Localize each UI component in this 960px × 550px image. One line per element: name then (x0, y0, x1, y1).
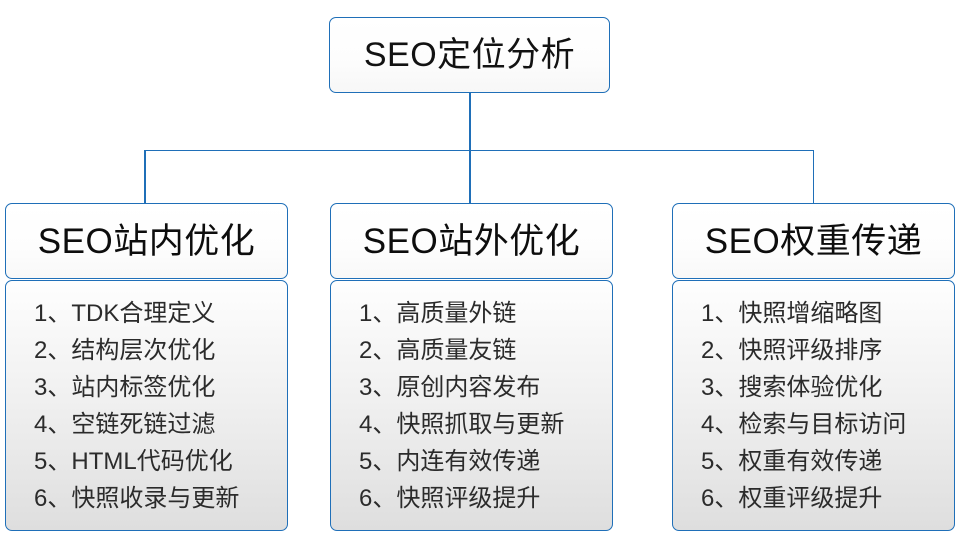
list-item-number: 1、 (359, 300, 397, 327)
list-item: 6、 权重评级提升 (701, 480, 906, 517)
list-item-text: 高质量外链 (396, 300, 517, 327)
list-item-number: 4、 (701, 411, 739, 438)
connector-root-vertical (469, 93, 471, 151)
list-item: 1、 快照增缩略图 (701, 295, 906, 332)
branch-header-1[interactable]: SEO站内优化 (5, 203, 288, 279)
root-node-seo-positioning-analysis[interactable]: SEO定位分析 (329, 17, 610, 93)
connector-drop-branch-3 (812, 149, 815, 204)
list-item-text: 快照增缩略图 (738, 300, 883, 327)
branch-list-1: 1、 TDK合理定义 2、 结构层次优化 3、 站内标签优化 4、 空链死链过滤… (6, 295, 239, 517)
list-item-number: 3、 (359, 374, 397, 401)
branch-body-2: 1、 高质量外链 2、 高质量友链 3、 原创内容发布 4、 快照抓取与更新 5… (330, 280, 613, 531)
list-item-number: 1、 (701, 300, 739, 327)
list-item-text: 空链死链过滤 (71, 411, 216, 438)
list-item-text: 搜索体验优化 (738, 374, 883, 401)
branch-header-2[interactable]: SEO站外优化 (330, 203, 613, 279)
list-item: 3、 原创内容发布 (359, 369, 564, 406)
list-item: 6、 快照收录与更新 (34, 480, 239, 517)
list-item-text: 检索与目标访问 (738, 411, 907, 438)
list-item: 4、 快照抓取与更新 (359, 406, 564, 443)
branch-column-1: SEO站内优化 1、 TDK合理定义 2、 结构层次优化 3、 站内标签优化 4… (5, 203, 288, 531)
list-item-text: 高质量友链 (396, 337, 517, 364)
list-item-number: 6、 (701, 485, 739, 512)
list-item-number: 4、 (34, 411, 72, 438)
list-item: 1、 TDK合理定义 (34, 295, 239, 332)
list-item-text: 结构层次优化 (71, 337, 216, 364)
branch-header-label-2: SEO站外优化 (362, 221, 581, 261)
list-item-number: 4、 (359, 411, 397, 438)
list-item-text: 站内标签优化 (71, 374, 216, 401)
branch-list-3: 1、 快照增缩略图 2、 快照评级排序 3、 搜索体验优化 4、 检索与目标访问… (673, 295, 906, 517)
list-item-text: 权重评级提升 (738, 485, 883, 512)
list-item-text: HTML代码优化 (71, 448, 233, 475)
list-item: 5、 权重有效传递 (701, 443, 906, 480)
list-item: 1、 高质量外链 (359, 295, 564, 332)
list-item: 2、 结构层次优化 (34, 332, 239, 369)
branch-body-3: 1、 快照增缩略图 2、 快照评级排序 3、 搜索体验优化 4、 检索与目标访问… (672, 280, 955, 531)
list-item: 4、 空链死链过滤 (34, 406, 239, 443)
connector-drop-branch-2 (469, 149, 471, 204)
list-item: 3、 站内标签优化 (34, 369, 239, 406)
list-item-number: 6、 (34, 485, 72, 512)
list-item-number: 6、 (359, 485, 397, 512)
list-item-number: 5、 (701, 448, 739, 475)
list-item: 5、 HTML代码优化 (34, 443, 239, 480)
branch-body-1: 1、 TDK合理定义 2、 结构层次优化 3、 站内标签优化 4、 空链死链过滤… (5, 280, 288, 531)
list-item-text: TDK合理定义 (71, 300, 216, 327)
list-item-number: 3、 (34, 374, 72, 401)
branch-header-label-3: SEO权重传递 (704, 221, 923, 261)
list-item-number: 2、 (701, 337, 739, 364)
list-item: 4、 检索与目标访问 (701, 406, 906, 443)
list-item: 5、 内连有效传递 (359, 443, 564, 480)
branch-header-3[interactable]: SEO权重传递 (672, 203, 955, 279)
branch-column-2: SEO站外优化 1、 高质量外链 2、 高质量友链 3、 原创内容发布 4、 快 (330, 203, 613, 531)
root-node-label: SEO定位分析 (363, 36, 576, 74)
list-item-text: 快照收录与更新 (71, 485, 240, 512)
list-item-number: 2、 (359, 337, 397, 364)
list-item-text: 快照评级提升 (396, 485, 541, 512)
branch-list-2: 1、 高质量外链 2、 高质量友链 3、 原创内容发布 4、 快照抓取与更新 5… (331, 295, 564, 517)
list-item: 2、 快照评级排序 (701, 332, 906, 369)
list-item-number: 5、 (34, 448, 72, 475)
branch-header-label-1: SEO站内优化 (37, 221, 256, 261)
connector-horizontal-bus (144, 149, 814, 152)
list-item-text: 内连有效传递 (396, 448, 541, 475)
list-item: 3、 搜索体验优化 (701, 369, 906, 406)
list-item-number: 1、 (34, 300, 72, 327)
list-item: 2、 高质量友链 (359, 332, 564, 369)
connector-drop-branch-1 (144, 149, 146, 204)
list-item: 6、 快照评级提升 (359, 480, 564, 517)
branch-column-3: SEO权重传递 1、 快照增缩略图 2、 快照评级排序 3、 搜索体验优化 4、 (672, 203, 955, 531)
list-item-number: 3、 (701, 374, 739, 401)
list-item-text: 权重有效传递 (738, 448, 883, 475)
list-item-text: 快照抓取与更新 (396, 411, 565, 438)
list-item-text: 快照评级排序 (738, 337, 883, 364)
list-item-number: 2、 (34, 337, 72, 364)
list-item-text: 原创内容发布 (396, 374, 541, 401)
list-item-number: 5、 (359, 448, 397, 475)
